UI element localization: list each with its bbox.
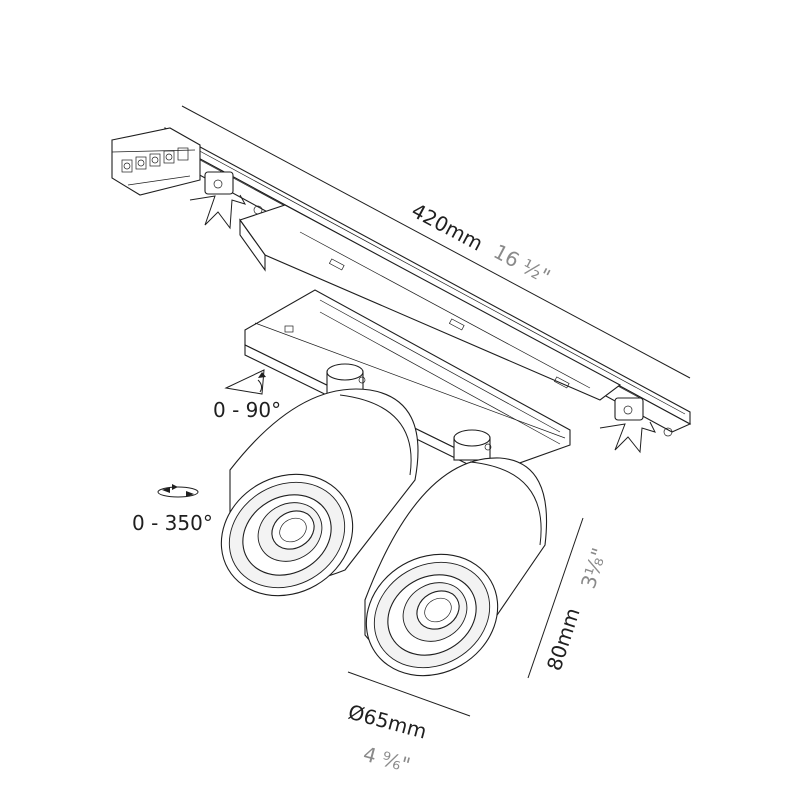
diameter-mm-label: Ø65mm xyxy=(346,700,430,744)
rotate-arrows-icon xyxy=(157,484,199,498)
height-in-label: 3⅛" xyxy=(576,545,612,592)
mounting-clip-right xyxy=(599,397,673,454)
diameter-dimension xyxy=(347,671,471,717)
length-in-label: 16 ½" xyxy=(490,239,555,289)
height-mm-label: 80mm xyxy=(542,605,585,674)
height-dimension xyxy=(527,517,584,679)
terminal-connector xyxy=(111,127,201,196)
length-dimension xyxy=(181,105,691,379)
spotlight-head-2 xyxy=(364,429,548,677)
spin-label: 0 - 350° xyxy=(132,511,213,535)
tilt-angle-icon xyxy=(224,369,266,395)
tilt-label: 0 - 90° xyxy=(213,398,281,422)
diameter-in-label: 4 ⁹⁄₆" xyxy=(361,742,413,778)
adapter-housing xyxy=(239,204,622,401)
mounting-clip-left xyxy=(189,171,263,230)
spotlight-head-1 xyxy=(220,363,419,597)
length-mm-label: 420mm xyxy=(408,198,487,255)
